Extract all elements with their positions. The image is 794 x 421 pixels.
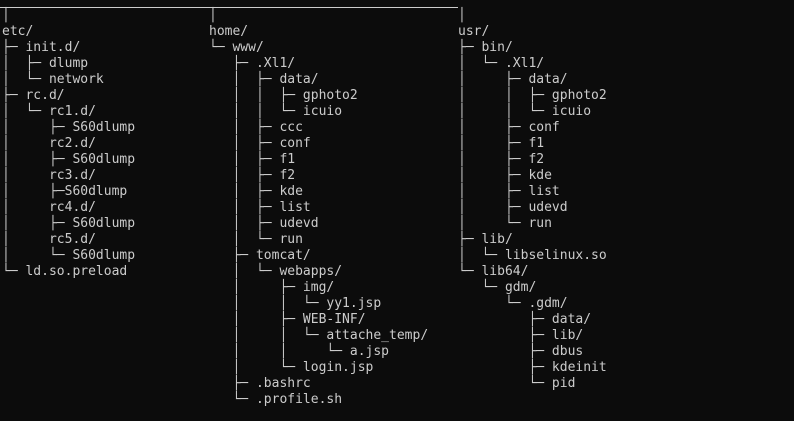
tree-line: ├─ dbus: [458, 344, 584, 359]
tree-line: │ rc4.d/: [2, 200, 96, 215]
tree-line: ├─ rc.d/: [2, 88, 65, 103]
tree-line: │ ├─ udevd: [209, 216, 319, 231]
tree-line: │ │ └─ icuio: [458, 104, 592, 119]
tree-line: │ └─ S60dlump: [2, 248, 136, 263]
tree-line: │ └─ run: [458, 216, 552, 231]
tree-column-etc: │etc/├─ init.d/│ ├─ dlump│ └─ network├─ …: [2, 8, 135, 280]
tree-line: │ ├─ dlump: [2, 56, 89, 71]
tree-line: └─ pid: [458, 376, 576, 391]
tree-line: │ ├─ ccc: [209, 120, 303, 135]
tree-line: ├─ .Xl1/: [209, 56, 296, 71]
tree-line: │ rc5.d/: [2, 232, 96, 247]
tree-line: │ ├─ udevd: [458, 200, 568, 215]
tree-line: │ rc3.d/: [2, 168, 96, 183]
tree-line: │ ├─ f2: [209, 168, 296, 183]
tree-line: │ └─ webapps/: [209, 264, 343, 279]
tree-line: │ ├─ S60dlump: [2, 120, 136, 135]
tree-line: └─ ld.so.preload: [2, 264, 128, 279]
tree-line: │ └─ .Xl1/: [458, 56, 545, 71]
tree-line: │ │ └─ attache_temp/: [209, 328, 429, 343]
tree-line: └─ www/: [209, 40, 264, 55]
tree-line: │ ├─ img/: [209, 280, 335, 295]
tree-line: └─ .gdm/: [458, 296, 568, 311]
tree-line: └─ lib64/: [458, 264, 529, 279]
tree-line: │ ├─ f2: [458, 152, 545, 167]
tree-line: ├─ bin/: [458, 40, 513, 55]
tree-line: │ rc2.d/: [2, 136, 96, 151]
tree-line: ├─ init.d/: [2, 40, 81, 55]
tree-line: ├─ lib/: [458, 328, 584, 343]
tree-line: │ ├─ kde: [458, 168, 552, 183]
tree-line: │: [458, 8, 466, 23]
tree-column-home: │home/└─ www/ ├─ .Xl1/ │ ├─ data/ │ │ ├─…: [209, 8, 428, 408]
tree-line: │ └─ rc1.d/: [2, 104, 96, 119]
tree-line: │ ├─ kde: [209, 184, 303, 199]
tree-line: │ └─ network: [2, 72, 104, 87]
tree-line: └─ gdm/: [458, 280, 537, 295]
tree-line: │ ├─ list: [209, 200, 311, 215]
tree-line: │ ├─ f1: [458, 136, 545, 151]
tree-line: ├─ .bashrc: [209, 376, 311, 391]
tree-line: │ └─ run: [209, 232, 303, 247]
tree-line: │: [2, 8, 10, 23]
tree-line: │ ├─ S60dlump: [2, 216, 136, 231]
tree-line: │ ├─ conf: [458, 120, 560, 135]
tree-line: └─ .profile.sh: [209, 392, 343, 407]
tree-line: ├─ kdeinit: [458, 360, 607, 375]
tree-line: │ ├─ conf: [209, 136, 311, 151]
tree-line: │ │ └─ yy1.jsp: [209, 296, 382, 311]
tree-line: │: [209, 8, 217, 23]
tree-line: ├─ tomcat/: [209, 248, 311, 263]
tree-line: ├─ lib/: [458, 232, 513, 247]
tree-line: │ ├─ WEB-INF/: [209, 312, 366, 327]
tree-line: ├─ data/: [458, 312, 592, 327]
tree-line: │ ├─ f1: [209, 152, 296, 167]
tree-line: │ │ ├─ gphoto2: [458, 88, 607, 103]
tree-line: │ ├─ data/: [209, 72, 319, 87]
tree-line: │ ├─ data/: [458, 72, 568, 87]
tree-line: etc/: [2, 24, 34, 39]
tree-line: │ │ └─ a.jsp: [209, 344, 390, 359]
tree-line: │ ├─ list: [458, 184, 560, 199]
tree-root-connector: [0, 7, 458, 8]
tree-line: home/: [209, 24, 249, 39]
tree-line: │ │ ├─ gphoto2: [209, 88, 358, 103]
tree-line: │ ├─ S60dlump: [2, 152, 136, 167]
tree-column-usr: │usr/├─ bin/│ └─ .Xl1/│ ├─ data/│ │ ├─ g…: [458, 8, 607, 392]
tree-line: │ ├─S60dlump: [2, 184, 128, 199]
tree-line: │ └─ libselinux.so: [458, 248, 607, 263]
tree-line: │ └─ login.jsp: [209, 360, 374, 375]
tree-line: usr/: [458, 24, 490, 39]
tree-line: │ │ └─ icuio: [209, 104, 343, 119]
